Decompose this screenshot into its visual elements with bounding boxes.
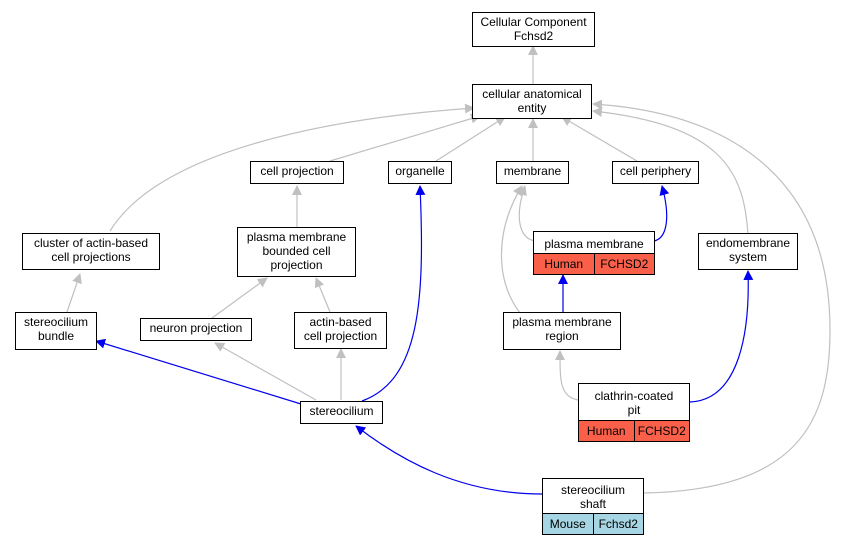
annotation-row: Human FCHSD2 [534,253,654,274]
node-label: neuron projection [149,321,243,335]
node-label: plasma membrane bounded cell projection [246,230,347,272]
node-stereocilium[interactable]: stereocilium [300,401,383,424]
edge-bundle-to-cluster [66,273,82,313]
node-label: stereocilium [309,404,374,418]
edge-plasmamembrane-partof-periphery [653,185,670,242]
node-label: cellular anatomical entity [482,87,582,115]
gene-tag: FCHSD2 [593,254,654,274]
node-label: Cellular Component Fchsd2 [480,15,587,43]
node-cellular-anatomical-entity[interactable]: cellular anatomical entity [472,84,592,119]
annotation-row: Mouse Fchsd2 [543,513,643,534]
edge-clathrin-partof-endomembrane [689,270,754,403]
node-plasma-membrane[interactable]: plasma membrane Human FCHSD2 [533,231,655,275]
node-label: cell periphery [619,164,692,178]
species-tag: Human [579,421,634,441]
gene-tag: Fchsd2 [592,514,643,534]
node-label: cell projection [260,164,334,178]
node-organelle[interactable]: organelle [388,161,452,184]
node-label: organelle [395,164,445,178]
gene-tag: FCHSD2 [633,421,689,441]
node-neuron-projection[interactable]: neuron projection [140,318,252,341]
edge-periphery-to-entity [561,116,638,162]
node-label: stereocilium bundle [23,315,89,343]
node-stereocilium-shaft[interactable]: stereocilium shaft Mouse Fchsd2 [542,478,644,535]
node-cell-periphery[interactable]: cell periphery [612,161,699,184]
node-plasma-membrane-bounded-cell-projection[interactable]: plasma membrane bounded cell projection [237,227,356,277]
annotation-row: Human FCHSD2 [579,420,689,441]
node-label: plasma membrane [544,236,644,251]
edge-cluster-to-entity [109,103,475,232]
edge-actin-to-pmbounded [314,277,331,313]
node-label: membrane [503,164,562,178]
node-label: actin-based cell projection [303,315,378,343]
species-tag: Mouse [543,514,593,534]
node-label: plasma membrane region [512,315,612,343]
edge-neuron-to-pmbounded [211,277,268,319]
edge-endomembrane-to-entity [592,107,749,238]
node-cell-projection[interactable]: cell projection [250,161,344,184]
node-clathrin-coated-pit[interactable]: clathrin-coated pit Human FCHSD2 [578,383,690,442]
edge-shaft-partof-stereocilium [355,425,543,495]
node-label: endomembrane system [705,236,791,264]
edge-stereocilium-partof-bundle [95,338,302,405]
edge-clathrin-to-pmregion [555,350,579,401]
edge-stereocilium-to-neuron [214,342,317,401]
node-plasma-membrane-region[interactable]: plasma membrane region [503,312,621,350]
node-actin-based-cell-projection[interactable]: actin-based cell projection [294,312,387,349]
node-cellular-component[interactable]: Cellular Component Fchsd2 [472,12,595,47]
node-label: cluster of actin-based cell projections [33,236,149,264]
edge-organelle-to-entity [435,116,506,162]
node-stereocilium-bundle[interactable]: stereocilium bundle [15,312,97,350]
node-label: stereocilium shaft [560,483,626,511]
node-cluster-of-actin-based-cell-projections[interactable]: cluster of actin-based cell projections [22,233,160,270]
node-label: clathrin-coated pit [594,389,674,417]
edge-shaft-to-entity [592,99,831,494]
edge-cell-projection-to-entity [329,113,481,162]
edge-pmregion-to-membrane [500,185,523,314]
edge-plasmamembrane-to-membrane [517,185,536,242]
edge-stereocilium-partof-organelle [361,185,426,402]
species-tag: Human [534,254,594,274]
node-endomembrane-system[interactable]: endomembrane system [698,233,798,270]
node-membrane[interactable]: membrane [496,161,569,184]
